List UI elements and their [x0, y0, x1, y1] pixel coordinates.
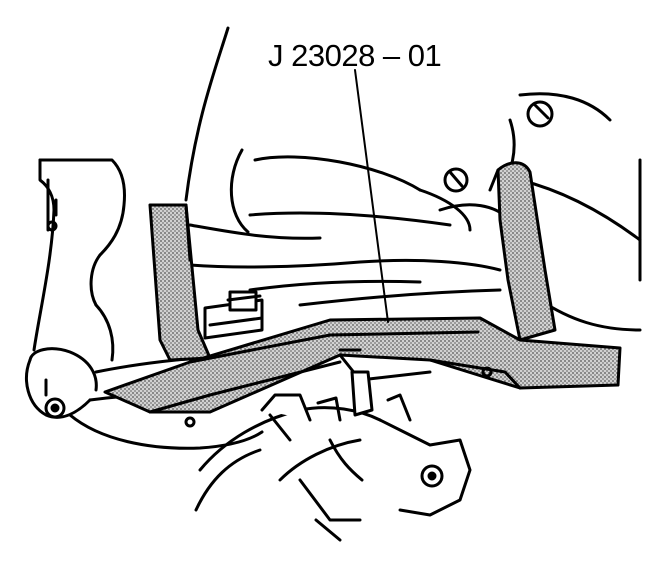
tool-crossbar [103, 316, 622, 428]
lower-assembly [194, 348, 472, 542]
callout-leader [354, 69, 389, 323]
hex-nut [443, 100, 554, 193]
brake-hose [68, 413, 264, 450]
steering-knuckle [32, 158, 126, 362]
tool-right-bracket [488, 161, 557, 342]
tool-callout-label: J 23028 – 01 [268, 38, 442, 73]
mounting-bolt [203, 290, 264, 340]
